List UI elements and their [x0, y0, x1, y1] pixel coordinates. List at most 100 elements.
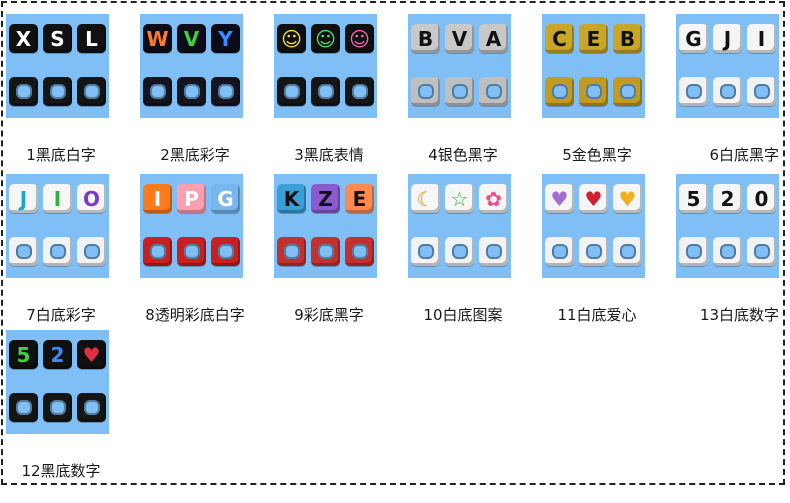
bead-glyph: 2	[50, 342, 65, 367]
bead-hole	[753, 84, 770, 99]
letter-bead: 0	[747, 184, 776, 213]
bead-hole	[619, 84, 636, 99]
bead-item-label: 8透明彩底白字	[145, 306, 245, 324]
bead-side-view	[445, 237, 474, 266]
bead-hole	[15, 244, 32, 259]
bead-hole	[551, 84, 568, 99]
bead-hole	[83, 244, 100, 259]
bead-photo[interactable]: ♥ ♥ ♥	[542, 174, 645, 278]
letter-bead: 5	[679, 184, 708, 213]
bead-hole	[283, 244, 300, 259]
bead-glyph: ♥	[584, 186, 603, 211]
bead-photo[interactable]: ☾ ☆ ✿	[408, 174, 511, 278]
bead-side-view	[479, 77, 508, 106]
bead-item-label: 3黑底表情	[294, 146, 364, 164]
bead-glyph: I	[53, 186, 62, 211]
bead-glyph: V	[451, 26, 468, 51]
bead-side-view	[77, 393, 106, 422]
letter-bead: ♥	[77, 340, 106, 369]
bead-hole	[585, 244, 602, 259]
bead-side-view	[613, 237, 642, 266]
bead-side-view	[345, 237, 374, 266]
letter-bead: P	[177, 184, 206, 213]
bead-hole	[183, 84, 200, 99]
bead-glyph: ♥	[618, 186, 637, 211]
bead-side-view	[747, 77, 776, 106]
bead-glyph: I	[153, 186, 162, 211]
letter-bead: ♥	[579, 184, 608, 213]
bead-side-view	[211, 77, 240, 106]
bead-hole	[217, 244, 234, 259]
bead-side-view	[679, 77, 708, 106]
bead-glyph: J	[19, 186, 28, 211]
bead-hole	[685, 84, 702, 99]
bead-side-view	[9, 237, 38, 266]
bead-side-view	[77, 237, 106, 266]
bead-hole	[485, 244, 502, 259]
letter-bead: ♥	[545, 184, 574, 213]
letter-bead: X	[9, 24, 38, 53]
letter-bead: ✿	[479, 184, 508, 213]
bead-side-view	[77, 77, 106, 106]
bead-hole	[49, 84, 66, 99]
bead-item-label: 5金色黑字	[562, 146, 632, 164]
letter-bead: V	[445, 24, 474, 53]
letter-bead: J	[9, 184, 38, 213]
bead-glyph: ♥	[82, 342, 101, 367]
bead-glyph: P	[184, 186, 199, 211]
bead-item-label: 12黑底数字	[21, 462, 101, 480]
bead-side-view	[579, 237, 608, 266]
letter-bead: G	[679, 24, 708, 53]
bead-side-view	[345, 77, 374, 106]
bead-glyph: K	[283, 186, 300, 211]
bead-side-view	[747, 237, 776, 266]
bead-glyph: 5	[16, 342, 31, 367]
bead-item-label: 2黑底彩字	[160, 146, 230, 164]
bead-glyph: 2	[720, 186, 735, 211]
bead-side-view	[679, 237, 708, 266]
bead-side-view	[177, 77, 206, 106]
bead-glyph: Z	[318, 186, 333, 211]
bead-side-view	[143, 77, 172, 106]
bead-glyph: ☆	[450, 186, 469, 211]
bead-glyph: J	[723, 26, 732, 51]
bead-hole	[417, 84, 434, 99]
bead-glyph: ☺	[315, 26, 336, 51]
bead-hole	[417, 244, 434, 259]
letter-bead: 5	[9, 340, 38, 369]
bead-item-label: 4银色黑字	[428, 146, 498, 164]
letter-bead: ☾	[411, 184, 440, 213]
bead-side-view	[211, 237, 240, 266]
letter-bead: G	[211, 184, 240, 213]
bead-glyph: ☺	[281, 26, 302, 51]
letter-bead: K	[277, 184, 306, 213]
bead-side-view	[43, 77, 72, 106]
bead-hole	[753, 244, 770, 259]
bead-hole	[585, 84, 602, 99]
bead-hole	[485, 84, 502, 99]
bead-photo[interactable]: ☺☺☺	[274, 14, 377, 118]
bead-side-view	[277, 237, 306, 266]
letter-bead: V	[177, 24, 206, 53]
bead-hole	[317, 84, 334, 99]
bead-item-label: 13白底数字	[699, 306, 779, 324]
bead-side-view	[143, 237, 172, 266]
bead-side-view	[613, 77, 642, 106]
bead-item-label: 7白底彩字	[26, 306, 96, 324]
bead-side-view	[311, 237, 340, 266]
letter-bead: I	[43, 184, 72, 213]
bead-glyph: ☾	[416, 186, 435, 211]
letter-bead: B	[411, 24, 440, 53]
letter-bead: O	[77, 184, 106, 213]
bead-hole	[83, 84, 100, 99]
